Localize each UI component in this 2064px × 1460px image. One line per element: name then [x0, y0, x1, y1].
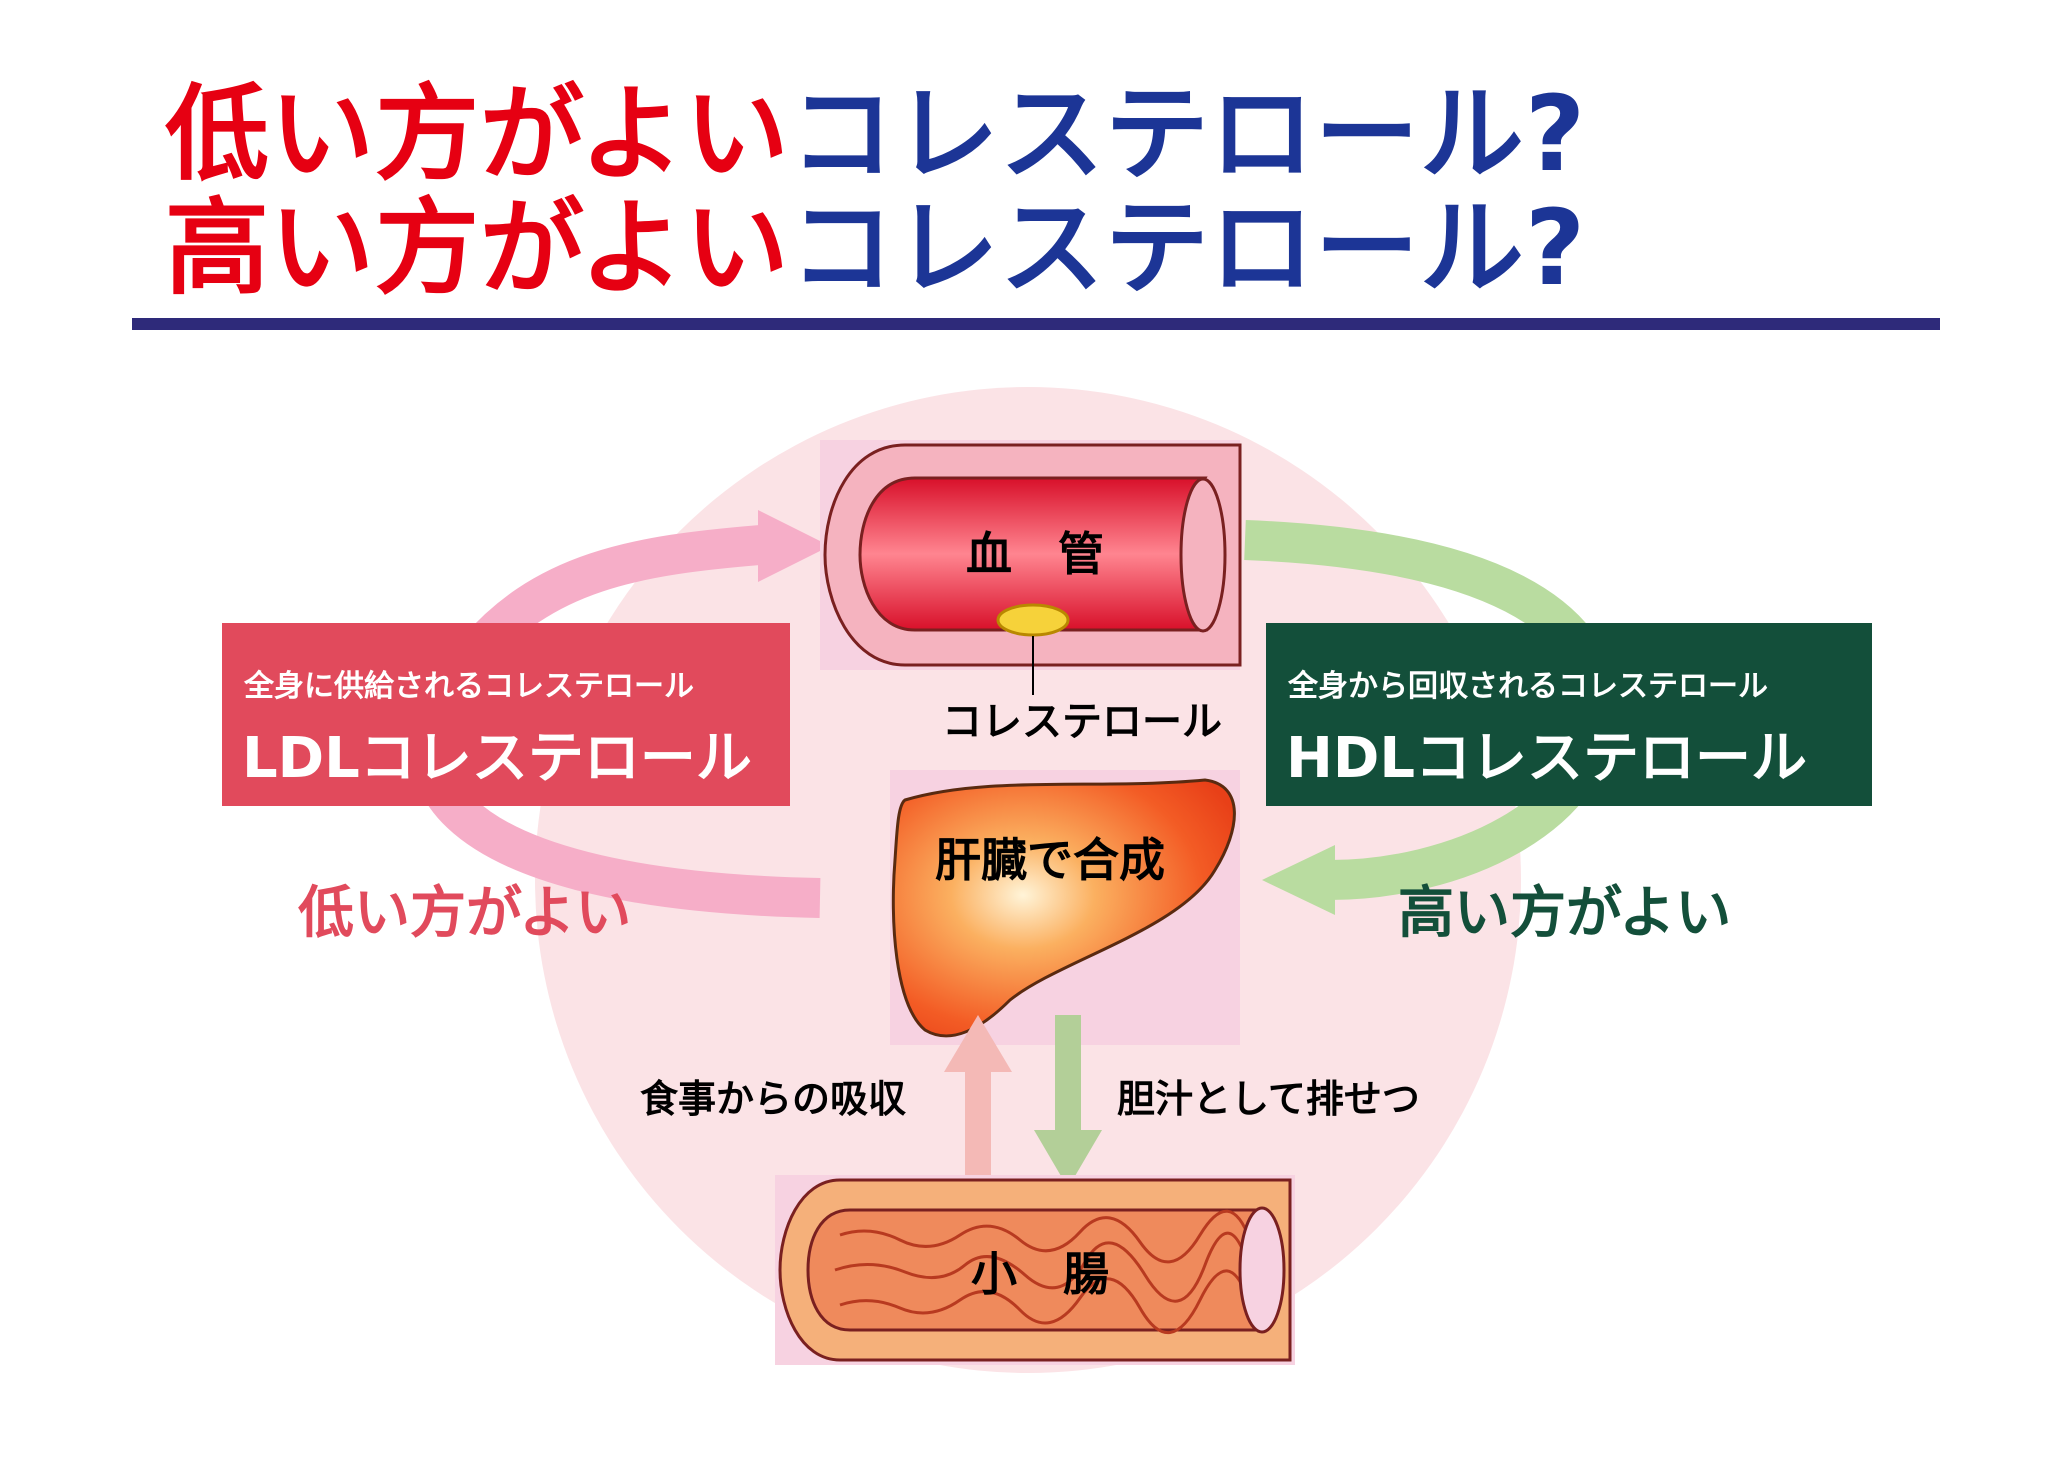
title-line-2: 高い方がよいコレステロール?	[165, 196, 1586, 300]
blood-vessel: 血 管	[820, 440, 1242, 695]
title-divider	[132, 318, 1940, 330]
hdl-description: 全身から回収されるコレステロール	[1288, 669, 1768, 704]
ldl-verdict: 低い方がよい	[298, 881, 632, 946]
liver: 肝臓で合成	[890, 770, 1240, 1045]
blood-vessel-label: 血 管	[966, 527, 1104, 581]
excretion-arrow	[1034, 1015, 1102, 1188]
absorption-arrow	[944, 1015, 1012, 1190]
small-intestine-label: 小 腸	[971, 1247, 1109, 1301]
ldl-description: 全身に供給されるコレステロール	[244, 669, 694, 704]
absorption-label: 食事からの吸収	[640, 1077, 906, 1121]
title-2-blue-text: コレステロール?	[789, 187, 1587, 309]
cholesterol-plaque	[996, 603, 1070, 637]
title-1-red-text: 低い方がよい	[165, 73, 790, 195]
cholesterol-label: コレステロール	[942, 699, 1222, 745]
title-line-1: 低い方がよいコレステロール?	[165, 82, 1586, 186]
hdl-box: 全身から回収されるコレステロール HDLコレステロール	[1266, 623, 1872, 806]
ldl-title: LDLコレステロール	[242, 726, 752, 791]
hdl-title: HDLコレステロール	[1286, 726, 1808, 791]
hdl-verdict: 高い方がよい	[1398, 881, 1732, 946]
excretion-label: 胆汁として排せつ	[1117, 1077, 1420, 1121]
title-2-red-text: 高い方がよい	[165, 187, 790, 309]
liver-label: 肝臓で合成	[935, 833, 1165, 887]
small-intestine: 小 腸	[775, 1175, 1295, 1365]
title-1-blue-text: コレステロール?	[789, 73, 1587, 195]
ldl-box: 全身に供給されるコレステロール LDLコレステロール	[222, 623, 790, 806]
